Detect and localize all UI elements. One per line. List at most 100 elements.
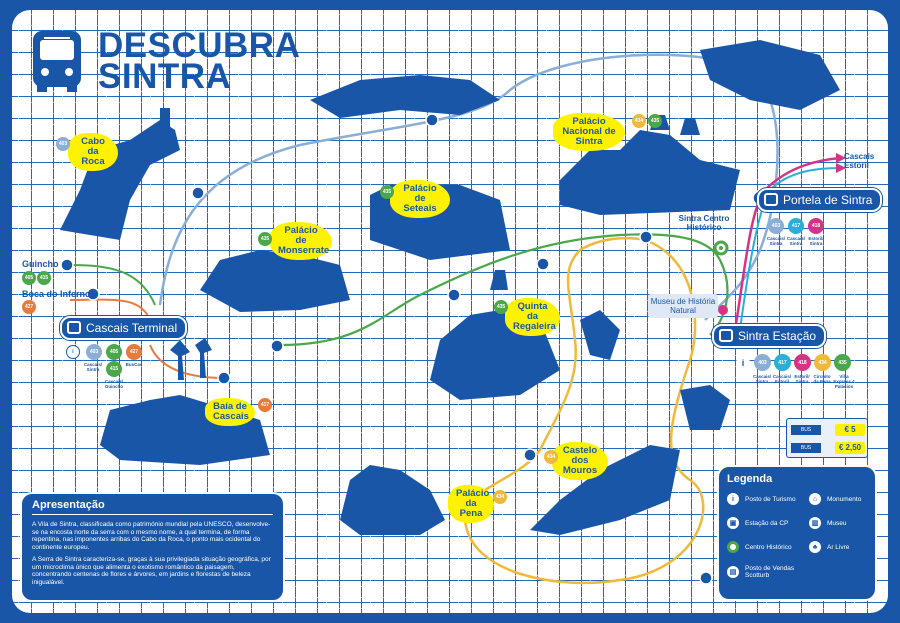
caption-estacao-2: Cascais/ Estoril [772,374,792,384]
label-quinta-regaleira[interactable]: Quinta da Regaleira [505,298,560,336]
badge-415-cascais: 415 [106,361,122,377]
route-434-pena [463,236,705,585]
label-palacio-nacional[interactable]: Palácio Nacional de Sintra [553,113,625,151]
tree-right [580,310,730,430]
badge-417-estacao: 417 [774,354,791,371]
caption-cascais-guincho: Cascais/ Guincho [104,379,124,389]
badge-434-mouros: 434 [544,450,558,464]
badge-405-guincho: 405 [22,271,36,285]
apresentacao-paragraph-2: A Serra de Sintra caracteriza-se, graças… [32,556,271,586]
badge-417-baia: 417 [258,398,272,412]
label-baia-cascais[interactable]: Baía de Cascais [205,398,255,426]
label-palacio-monserrate[interactable]: Palácio de Monserrate [270,222,332,260]
legend-label-ar-livre: Ar Livre [827,543,850,551]
palacio-nacional-art [560,130,740,215]
label-museu[interactable]: Museu de História Natural [648,294,718,318]
stop-boca-inferno[interactable]: Boca do Inferno [22,289,91,299]
legend-monumento: ⌂ Monumento [809,493,861,505]
cascais-terminal-button[interactable]: Cascais Terminal [60,316,188,340]
title-line-1: DESCUBRA [98,26,301,65]
caption-cascais-sintra: Cascais/ Sintra [83,362,103,372]
title-line-2: SINTRA [98,57,232,96]
stop-guincho[interactable]: Guincho [22,259,59,269]
page-title: DESCUBRA SINTRA [98,26,301,96]
label-cabo-da-roca[interactable]: Cabo da Roca [68,133,118,171]
legend-label-museu: Museu [827,519,847,527]
caption-portela-2: Cascais/ Sintra [786,236,806,246]
legend-label-centro: Centro Histórico [745,543,792,551]
cabo-da-roca-art [60,120,180,240]
label-castelo-mouros[interactable]: Castelo dos Mouros [552,442,608,480]
apresentacao-panel: Apresentação A Vila de Sintra, classific… [20,492,285,602]
legend-label-vendas: Posto de Vendas Scotturb [745,565,795,579]
badge-435-regaleira: 435 [494,300,508,314]
badge-427-boca: 427 [22,300,36,314]
legend-label-cp: Estação da CP [745,519,789,527]
badge-417-portela: 417 [788,218,804,234]
sintra-estacao-button[interactable]: Sintra Estação [712,324,827,348]
legend-posto-vendas: ▤ Posto de Vendas Scotturb [727,565,807,579]
bus-tag-1: BUS [791,425,821,435]
caption-buscas: BusCas [125,362,143,367]
portela-button[interactable]: Portela de Sintra [757,188,883,212]
info-icon-cascais[interactable]: i [66,345,80,359]
apresentacao-title: Apresentação [32,499,273,515]
bus-icon [719,329,733,342]
badge-418-portela: 418 [808,218,824,234]
bus-logo-icon [33,31,81,92]
apresentacao-paragraph-1: A Vila de Sintra, classificada como patr… [32,521,271,551]
legend-centro-historico: Centro Histórico [727,541,792,553]
pena-art [340,465,445,535]
badge-427-cascais: 427 [126,344,142,360]
info-icon: i [727,493,739,505]
caption-estacao-1: Cascais/ Sintra [752,374,772,384]
label-centro-historico[interactable]: Sintra Centro Histórico [678,214,730,232]
badge-435-seteais: 435 [380,185,394,199]
label-palacio-seteais[interactable]: Palácio de Seteais [390,180,450,218]
badge-403-portela: 403 [768,218,784,234]
monument-icon: ⌂ [809,493,821,505]
tree-ne [700,40,840,110]
tree-icon: ♣ [809,541,821,553]
mouros-art [530,445,680,535]
cascais-terminal-label: Cascais Terminal [86,321,178,335]
legend-label-monumento: Monumento [827,495,862,503]
badge-403-estacao: 403 [754,354,771,371]
caption-portela-1: Cascais/ Sintra [766,236,786,246]
monserrate-art [200,250,350,312]
caption-estacao-4: Circuito da Pena [813,374,831,384]
badge-403-cascais: 403 [86,344,102,360]
caption-portela-3: Estoril/ Sintra [808,236,824,246]
sintra-estacao-label: Sintra Estação [738,329,817,343]
centro-historico-icon [727,541,739,553]
badge-434-pena: 434 [493,490,507,504]
price-row-1: BUS € 5 [791,424,865,436]
price-2: € 2,50 [835,442,865,454]
badge-435-nacional: 435 [648,114,662,128]
bus-tag-2: BUS [791,443,821,453]
route-405-guincho [69,264,156,306]
caption-estacao-5: Villa Express 4 Palácios [833,374,855,389]
museum-icon: ▥ [809,517,821,529]
badge-435-monserrate: 435 [258,232,272,246]
price-1: € 5 [835,424,865,436]
legenda-title: Legenda [727,473,773,485]
legend-estacao-cp: ▣ Estação da CP [727,517,788,529]
landmark-silhouettes [60,40,840,535]
centro-historico-icon [713,240,729,256]
label-palacio-pena[interactable]: Palácio da Pena [448,485,494,523]
price-row-2: BUS € 2,50 [791,442,865,454]
route-green-centro [279,233,729,347]
train-icon: ▣ [727,517,739,529]
badge-415-guincho: 415 [37,271,51,285]
label-cascais-estoril: Cascais Estoril [844,152,875,170]
museum-icon [718,305,728,315]
legenda-panel: Legenda i Posto de Turismo ▣ Estação da … [717,465,877,601]
palms [170,338,212,380]
bus-icon [764,193,778,206]
route-427-boca [69,298,151,321]
badge-403: 403 [56,137,70,151]
info-icon-estacao[interactable]: i [736,356,750,370]
legend-ar-livre: ♣ Ar Livre [809,541,849,553]
